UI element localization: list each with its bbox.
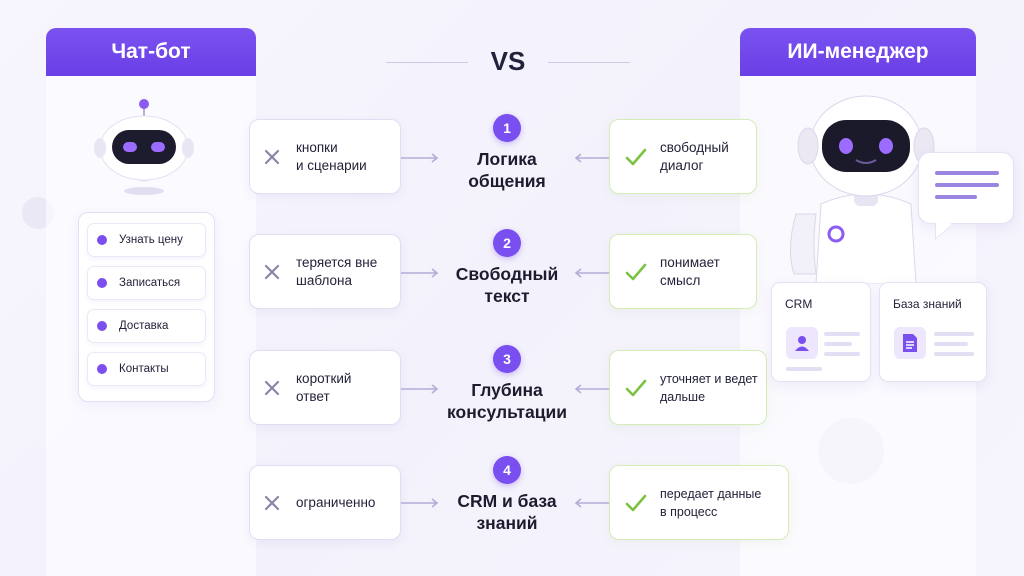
- crm-card: CRM: [771, 282, 871, 382]
- knowledge-base-card: База знаний: [879, 282, 987, 382]
- placeholder-line: [824, 332, 860, 336]
- placeholder-line: [786, 367, 822, 371]
- menu-item[interactable]: Записаться: [87, 266, 206, 300]
- bullet-icon: [97, 235, 107, 245]
- criterion-title: CRM и база знаний: [457, 491, 557, 533]
- placeholder-line: [934, 342, 968, 346]
- placeholder-line: [824, 342, 852, 346]
- crm-card-title: CRM: [785, 297, 813, 311]
- bubble-line: [935, 171, 999, 175]
- arrow-left-icon: [574, 268, 612, 278]
- menu-item-label: Доставка: [119, 320, 169, 332]
- arrow-right-icon: [401, 384, 439, 394]
- ai-trait-text: передает данные в процесс: [660, 486, 762, 519]
- step-number-badge: 1: [493, 114, 521, 142]
- vs-label: VS: [490, 46, 526, 76]
- speech-bubble-icon: [918, 152, 1014, 240]
- chatbot-trait-text: ограниченно: [296, 494, 376, 510]
- arrow-left-icon: [574, 498, 612, 508]
- menu-item[interactable]: Доставка: [87, 309, 206, 343]
- bubble-line: [935, 183, 999, 187]
- ai-trait-text: понимает смысл: [660, 254, 720, 288]
- chatbot-panel-title: Чат-бот: [46, 28, 256, 76]
- bullet-icon: [97, 321, 107, 331]
- menu-item-label: Записаться: [119, 277, 181, 289]
- chatbot-trait-text: теряется вне шаблона: [296, 254, 378, 288]
- bubble-line: [935, 195, 977, 199]
- menu-item-label: Узнать цену: [119, 234, 183, 246]
- bullet-icon: [97, 364, 107, 374]
- ai-trait-text: свободный диалог: [660, 139, 729, 173]
- user-icon: [786, 327, 818, 359]
- arrow-left-icon: [574, 384, 612, 394]
- chatbot-trait-text: короткий ответ: [296, 370, 352, 404]
- cross-icon: [264, 149, 280, 164]
- vs-divider-right: [548, 62, 630, 63]
- menu-item-label: Контакты: [119, 363, 169, 375]
- step-number-badge: 2: [493, 229, 521, 257]
- arrow-left-icon: [574, 153, 612, 163]
- cross-icon: [264, 264, 280, 279]
- step-number-badge: 4: [493, 456, 521, 484]
- chatbot-trait-text: кнопки и сценарии: [296, 139, 367, 173]
- ai-manager-robot-icon: [790, 95, 935, 284]
- placeholder-line: [934, 352, 974, 356]
- chatbot-menu: Узнать цену Записаться Доставка Контакты: [78, 212, 215, 402]
- vs-divider-left: [386, 62, 468, 63]
- cross-icon: [264, 380, 280, 395]
- ai-trait-card: уточняет и ведет дальше: [609, 350, 767, 425]
- document-icon: [894, 327, 926, 359]
- chatbot-trait-card: короткий ответ: [249, 350, 401, 425]
- criterion-title: Глубина консультации: [447, 380, 567, 422]
- arrow-right-icon: [401, 498, 439, 508]
- ai-trait-card: передает данные в процесс: [609, 465, 789, 540]
- cross-icon: [264, 495, 280, 510]
- ai-manager-panel-title: ИИ-менеджер: [740, 28, 976, 76]
- menu-item[interactable]: Контакты: [87, 352, 206, 386]
- chatbot-trait-card: кнопки и сценарии: [249, 119, 401, 194]
- ai-trait-card: понимает смысл: [609, 234, 757, 309]
- placeholder-line: [934, 332, 974, 336]
- checkmark-icon: [625, 494, 647, 511]
- criterion-title: Свободный текст: [455, 264, 559, 306]
- ai-trait-text: уточняет и ведет дальше: [660, 371, 758, 404]
- step-number-badge: 3: [493, 345, 521, 373]
- checkmark-icon: [625, 148, 647, 165]
- placeholder-line: [824, 352, 860, 356]
- criterion-title: Логика общения: [468, 149, 546, 191]
- chatbot-robot-icon: [94, 99, 194, 195]
- ai-trait-card: свободный диалог: [609, 119, 757, 194]
- menu-item[interactable]: Узнать цену: [87, 223, 206, 257]
- checkmark-icon: [625, 379, 647, 396]
- arrow-right-icon: [401, 268, 439, 278]
- chatbot-trait-card: теряется вне шаблона: [249, 234, 401, 309]
- chatbot-trait-card: ограниченно: [249, 465, 401, 540]
- bullet-icon: [97, 278, 107, 288]
- knowledge-base-card-title: База знаний: [893, 297, 962, 311]
- checkmark-icon: [625, 263, 647, 280]
- arrow-right-icon: [401, 153, 439, 163]
